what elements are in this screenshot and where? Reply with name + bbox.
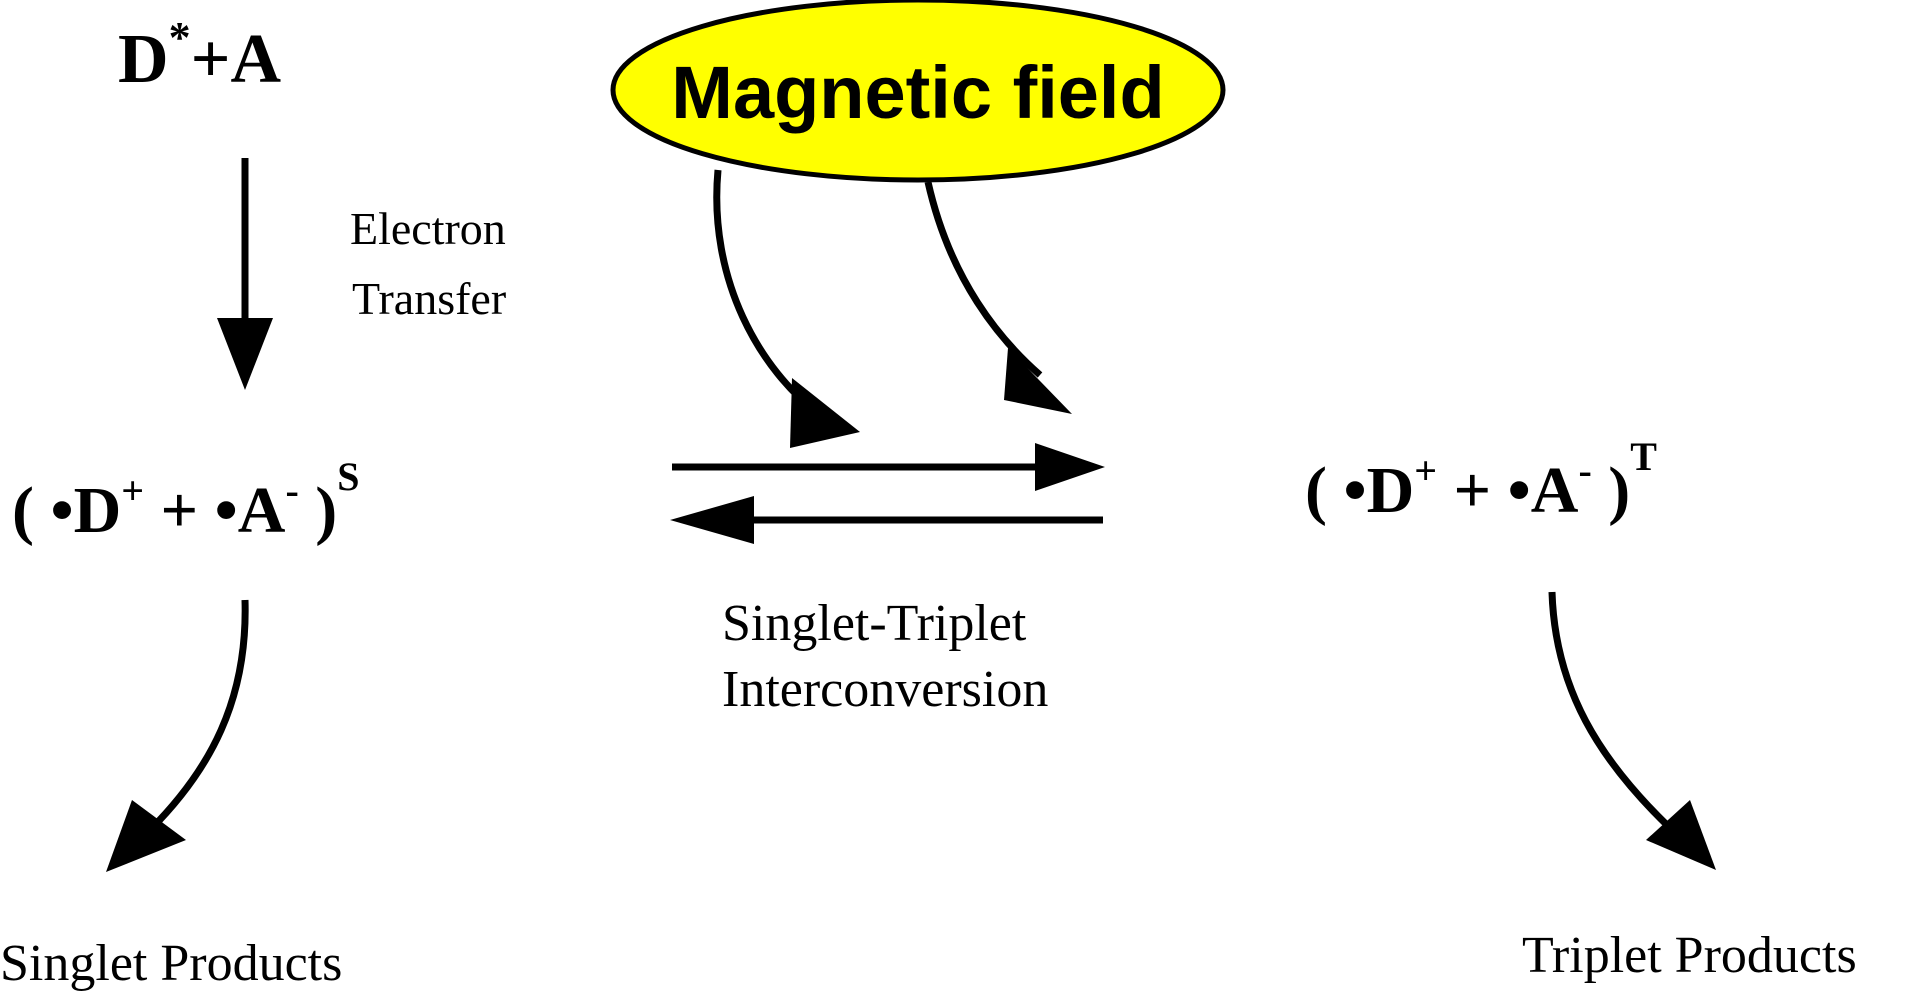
interconversion-label-line1: Singlet-Triplet	[722, 595, 1027, 652]
magnetic-field-label: Magnetic field	[671, 51, 1164, 134]
magnetic-field-ellipse	[610, 0, 1226, 183]
singlet-pair-open: ( •D	[12, 474, 121, 547]
triplet-pair-open: ( •D	[1305, 454, 1414, 527]
triplet-d-charge: +	[1414, 448, 1437, 493]
triplet-pair-close: )	[1592, 454, 1630, 527]
forward-arrow	[672, 443, 1105, 491]
magnetic-field-arrow-left	[713, 169, 860, 448]
electron-transfer-label-line1: Electron	[350, 203, 506, 254]
singlet-pair-mid: + •A	[144, 474, 286, 547]
singlet-pair-close: )	[299, 474, 337, 547]
singlet-pair-label: ( •D+ + •A- )S	[12, 454, 360, 547]
reactant-rest: +A	[191, 21, 282, 98]
singlet-state-label: S	[337, 454, 359, 499]
triplet-products-label: Triplet Products	[1522, 927, 1857, 984]
triplet-pair-mid: + •A	[1437, 454, 1579, 527]
reactant-base: D	[118, 21, 169, 98]
triplet-products-arrow	[1548, 591, 1716, 870]
interconversion-label-line2: Interconversion	[722, 661, 1048, 718]
reverse-arrow	[670, 496, 1103, 544]
reactant-label: D*+A	[118, 13, 281, 98]
reactant-superscript: *	[169, 13, 191, 62]
electron-transfer-label-line2: Transfer	[352, 273, 506, 324]
singlet-d-charge: +	[121, 468, 144, 513]
triplet-pair-label: ( •D+ + •A- )T	[1305, 434, 1657, 527]
magnetic-field-arrow-right	[924, 181, 1072, 414]
triplet-a-charge: -	[1578, 448, 1591, 493]
singlet-products-label: Singlet Products	[0, 935, 342, 992]
electron-transfer-arrow	[217, 158, 273, 390]
triplet-state-label: T	[1630, 434, 1657, 479]
singlet-a-charge: -	[285, 468, 298, 513]
singlet-products-arrow	[106, 599, 249, 872]
